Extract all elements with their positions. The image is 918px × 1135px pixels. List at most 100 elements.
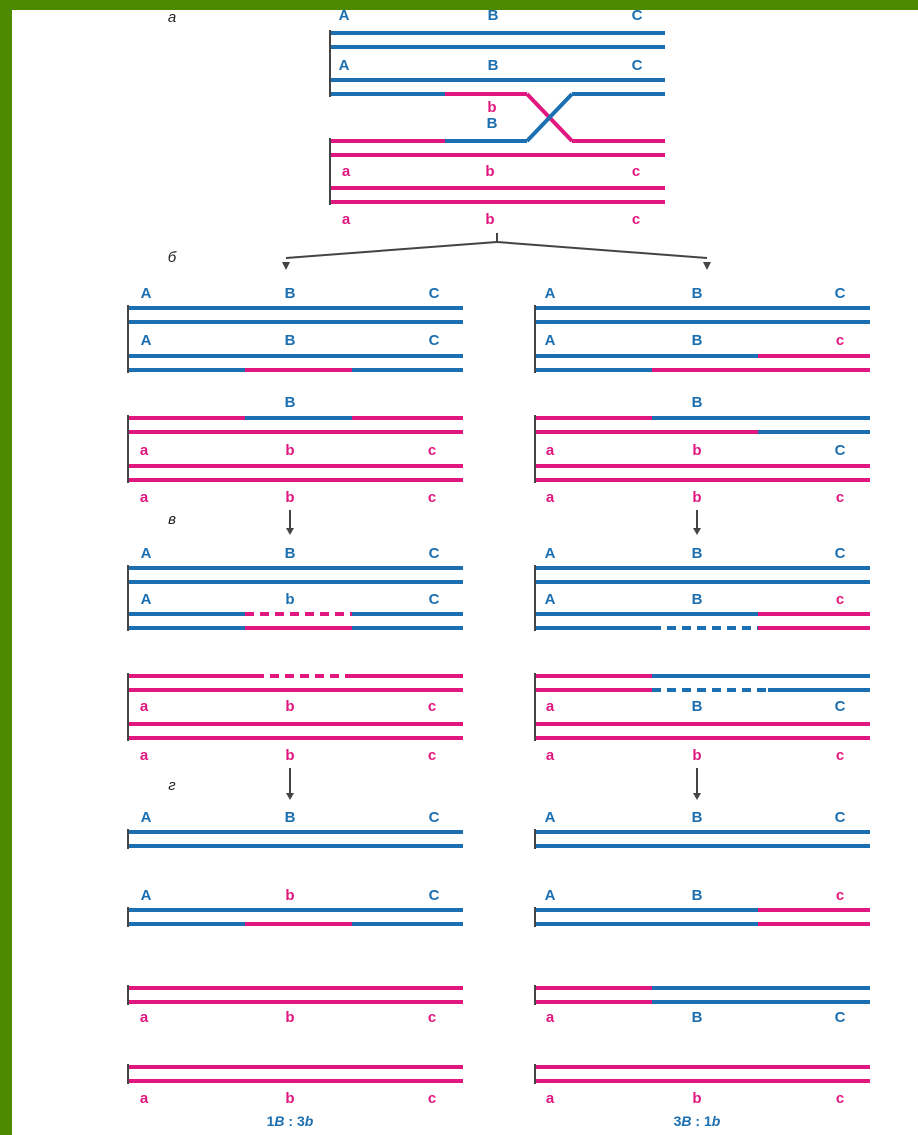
- v-right-r2-gene-label-0: A: [545, 591, 556, 608]
- b-left-r2-gene-label-2: C: [429, 332, 440, 349]
- panel-a-label-2-0: A: [339, 57, 350, 74]
- panel-a-label-3-1: b: [485, 163, 494, 180]
- ratio-right-part-3: 1: [704, 1113, 712, 1129]
- b-left-r4-gene-label-1: b: [285, 442, 294, 459]
- v-right-r3-gene-label-0: a: [546, 698, 555, 715]
- v-right-r4-gene-label-1: b: [692, 747, 701, 764]
- b-left-r1-gene-label-1: B: [285, 285, 296, 302]
- b-right-r3-gene-label-0: B: [692, 394, 703, 411]
- v-right-r4-gene-label-0: a: [546, 747, 555, 764]
- v-right-r4-gene-label-2: c: [836, 747, 844, 764]
- v-right-r1-gene-label-0: A: [545, 545, 556, 562]
- panel-a-label-4-0: a: [342, 211, 351, 228]
- g-right-r1-gene-label-1: B: [692, 809, 703, 826]
- step-label-g: г: [168, 777, 176, 794]
- panel-a-label-3-2: c: [632, 163, 640, 180]
- b-left-r4-gene-label-0: a: [140, 442, 149, 459]
- b-right-r1-gene-label-1: B: [692, 285, 703, 302]
- v-right-r1-gene-label-1: B: [692, 545, 703, 562]
- ratio-left-part-2: :: [285, 1113, 297, 1129]
- g-left-r4-gene-label-0: a: [140, 1090, 149, 1107]
- b-right-r2-gene-label-2: c: [836, 332, 844, 349]
- ratio-right-part-2: :: [692, 1113, 704, 1129]
- split-arrow-right: [496, 241, 708, 259]
- split-arrow-left: [285, 241, 498, 259]
- ratio-left-part-0: 1: [267, 1113, 275, 1129]
- b-left-r5-gene-label-0: a: [140, 489, 149, 506]
- g-right-r1-gene-label-0: A: [545, 809, 556, 826]
- arrow-b-v-left-head: [286, 528, 294, 535]
- panel-a-label-2-2: C: [632, 57, 643, 74]
- v-left-r3-gene-label-1: b: [285, 698, 294, 715]
- v-left-r4-gene-label-1: b: [285, 747, 294, 764]
- split-arrowhead-right: [703, 262, 711, 270]
- v-left-r2-gene-label-1: b: [285, 591, 294, 608]
- panel-a-label-3-0: a: [342, 163, 351, 180]
- b-right-r4-gene-label-0: a: [546, 442, 555, 459]
- v-left-r3-gene-label-0: a: [140, 698, 149, 715]
- g-left-r3-gene-label-2: c: [428, 1009, 436, 1026]
- panel-a-label-4-2: c: [632, 211, 640, 228]
- step-label-v: в: [168, 511, 176, 528]
- b-right-r5-gene-label-2: c: [836, 489, 844, 506]
- b-right-r1-gene-label-0: A: [545, 285, 556, 302]
- g-right-r3-gene-label-0: a: [546, 1009, 555, 1026]
- v-right-r2-gene-label-2: c: [836, 591, 844, 608]
- ratio-right: 3B : 1b: [674, 1113, 721, 1129]
- v-right-r3-gene-label-2: C: [835, 698, 846, 715]
- b-left-r5-gene-label-1: b: [285, 489, 294, 506]
- split-arrowhead-left: [282, 262, 290, 270]
- g-right-r4-gene-label-1: b: [692, 1090, 701, 1107]
- b-left-r1-gene-label-0: A: [141, 285, 152, 302]
- panel-a-cross-blue: [525, 92, 574, 143]
- v-left-r4-gene-label-0: a: [140, 747, 149, 764]
- b-left-r1-gene-label-2: C: [429, 285, 440, 302]
- ratio-left-part-3: 3: [297, 1113, 305, 1129]
- v-left-r1-gene-label-0: A: [141, 545, 152, 562]
- panel-a-label-2-1: B: [488, 57, 499, 74]
- g-left-r1-gene-label-0: A: [141, 809, 152, 826]
- v-left-r1-gene-label-1: B: [285, 545, 296, 562]
- ratio-right-part-1: B: [681, 1113, 691, 1129]
- ratio-left: 1B : 3b: [267, 1113, 314, 1129]
- g-right-r3-gene-label-2: C: [835, 1009, 846, 1026]
- g-right-r4-gene-label-0: a: [546, 1090, 555, 1107]
- b-right-r5-gene-label-1: b: [692, 489, 701, 506]
- v-right-r1-gene-label-2: C: [835, 545, 846, 562]
- arrow-v-g-right-head: [693, 793, 701, 800]
- ratio-left-part-1: B: [274, 1113, 284, 1129]
- g-left-r2-gene-label-2: C: [429, 887, 440, 904]
- arrow-b-v-right-head: [693, 528, 701, 535]
- g-left-r1-gene-label-1: B: [285, 809, 296, 826]
- b-left-r2-gene-label-0: A: [141, 332, 152, 349]
- ratio-right-part-4: b: [712, 1113, 721, 1129]
- g-right-r2-gene-label-1: B: [692, 887, 703, 904]
- b-left-r2-gene-label-1: B: [285, 332, 296, 349]
- b-right-r5-gene-label-0: a: [546, 489, 555, 506]
- g-left-r2-gene-label-0: A: [141, 887, 152, 904]
- panel-a-hetero-label-b: b: [487, 99, 496, 116]
- v-right-r3-gene-label-1: B: [692, 698, 703, 715]
- g-right-r1-gene-label-2: C: [835, 809, 846, 826]
- panel-a-label-1-0: A: [339, 10, 350, 24]
- v-right-r2-gene-label-1: B: [692, 591, 703, 608]
- b-right-r4-gene-label-2: C: [835, 442, 846, 459]
- ratio-right-part-0: 3: [674, 1113, 682, 1129]
- g-left-r2-gene-label-1: b: [285, 887, 294, 904]
- g-left-r3-gene-label-0: a: [140, 1009, 149, 1026]
- g-left-r4-gene-label-2: c: [428, 1090, 436, 1107]
- g-right-r2-gene-label-0: A: [545, 887, 556, 904]
- arrow-v-g-left-head: [286, 793, 294, 800]
- ratio-left-part-4: b: [305, 1113, 314, 1129]
- panel-a-hetero-label-B: B: [487, 115, 498, 132]
- b-right-r2-gene-label-0: A: [545, 332, 556, 349]
- panel-a-label-4-1: b: [485, 211, 494, 228]
- panel-a-label-1-1: B: [488, 10, 499, 24]
- g-right-r2-gene-label-2: c: [836, 887, 844, 904]
- g-left-r1-gene-label-2: C: [429, 809, 440, 826]
- g-left-r4-gene-label-1: b: [285, 1090, 294, 1107]
- v-left-r2-gene-label-0: A: [141, 591, 152, 608]
- v-left-r1-gene-label-2: C: [429, 545, 440, 562]
